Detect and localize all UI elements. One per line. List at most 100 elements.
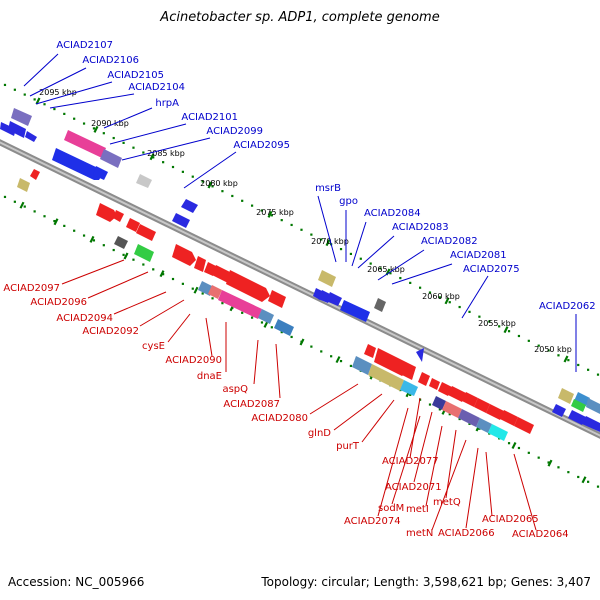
forward-gene-feature (374, 298, 386, 312)
tick-dot (577, 475, 580, 479)
reverse-gene-feature (194, 256, 206, 272)
major-tick (123, 252, 129, 260)
reverse-gene-feature (462, 392, 478, 407)
forward-gene-label: ACIAD2106 (82, 55, 139, 66)
tick-dot (557, 466, 560, 469)
tick-dot (339, 359, 343, 363)
tick-dot (507, 442, 511, 445)
gene-leader-line (377, 407, 409, 517)
tick-dot (73, 229, 76, 232)
tick-dot (468, 422, 471, 425)
tick-dot (379, 267, 382, 270)
tick-dot (152, 268, 155, 271)
reverse-gene-feature (17, 178, 30, 192)
scale-label: 2075 kbp (256, 208, 294, 217)
tick-dot (82, 234, 86, 237)
forward-gene-feature (552, 404, 566, 417)
reverse-gene-feature (458, 409, 480, 427)
tick-dot (527, 451, 530, 454)
tick-dot (330, 355, 333, 358)
reverse-gene-feature (402, 362, 416, 380)
reverse-gene-feature (364, 344, 376, 358)
major-tick (267, 210, 273, 218)
tick-dot (241, 311, 244, 314)
gene-leader-line (49, 93, 135, 109)
tick-tracks (3, 83, 600, 488)
scale-label: 2060 kbp (422, 292, 460, 301)
tick-dot (488, 320, 491, 323)
gene-leader-line (409, 397, 421, 459)
tick-dot (33, 210, 36, 213)
forward-gene-feature (181, 199, 198, 213)
tick-dot (33, 98, 36, 101)
scale-label: 2090 kbp (91, 119, 129, 128)
reverse-gene-label: ACIAD2074 (344, 516, 401, 527)
reverse-gene-feature (274, 319, 294, 336)
tick-dot (320, 238, 323, 241)
tick-dot (241, 199, 244, 202)
forward-gene-label: ACIAD2101 (181, 112, 238, 123)
tick-dot (448, 413, 451, 416)
tick-dot (43, 103, 46, 106)
reverse-gene-label: ACIAD2077 (382, 456, 439, 467)
tick-dot (547, 349, 550, 352)
tick-dot (557, 354, 560, 357)
scale-label: 2080 kbp (200, 179, 238, 188)
reverse-gene-feature (172, 244, 196, 266)
tick-dot (478, 315, 481, 318)
reverse-gene-feature (500, 410, 518, 426)
forward-gene-label: hrpA (155, 98, 179, 109)
scale-label: 2095 kbp (39, 88, 77, 97)
scale-label: 2055 kbp (478, 319, 516, 328)
reverse-gene-label: sodM (378, 503, 404, 514)
forward-gene-label: ACIAD2104 (128, 82, 185, 93)
reverse-gene-feature (488, 424, 508, 441)
tick-dot (596, 373, 600, 376)
reverse-gene-feature (368, 364, 404, 391)
major-tick (325, 239, 331, 247)
forward-gene-feature (416, 348, 424, 362)
reverse-gene-feature (474, 398, 490, 413)
forward-gene-feature (586, 398, 600, 414)
reverse-gene-feature (126, 218, 140, 232)
forward-gene-feature (136, 174, 152, 188)
forward-gene-feature (93, 166, 108, 180)
tick-dot (418, 286, 422, 289)
reverse-gene-label: metN (406, 528, 433, 539)
accession-text: Accession: NC_005966 (8, 575, 145, 589)
reverse-gene-label: ACIAD2096 (30, 297, 87, 308)
reverse-gene-feature (268, 290, 286, 308)
tick-dot (320, 350, 323, 353)
tick-dot (191, 175, 194, 178)
major-tick (563, 355, 569, 363)
tick-dot (43, 215, 46, 218)
tick-dot (280, 219, 283, 222)
reverse-gene-feature (442, 401, 462, 418)
forward-gene-label: msrB (315, 183, 341, 194)
major-tick (207, 181, 213, 189)
major-tick (581, 476, 587, 484)
gene-leader-line (333, 393, 383, 431)
tick-dot (122, 253, 125, 256)
tick-dot (201, 180, 204, 183)
reverse-gene-label: dnaE (197, 371, 222, 382)
gene-leader-line (139, 299, 185, 327)
tick-dot (211, 185, 214, 188)
forward-gene-feature (558, 388, 574, 404)
major-tick (149, 153, 155, 161)
tick-dot (102, 244, 105, 247)
forward-gene-feature (340, 300, 370, 322)
tick-dot (231, 194, 234, 198)
gene-leader-line (425, 425, 443, 507)
major-tick (503, 326, 509, 334)
tick-dot (221, 302, 224, 305)
tick-dot (13, 200, 16, 203)
major-tick (193, 286, 199, 294)
forward-gene-feature (571, 399, 586, 412)
tick-dot (23, 93, 26, 96)
gene-leader-line (35, 81, 113, 105)
forward-gene-label: ACIAD2105 (107, 70, 164, 81)
forward-gene-feature (326, 292, 342, 306)
scale-label: 2065 kbp (367, 265, 405, 274)
